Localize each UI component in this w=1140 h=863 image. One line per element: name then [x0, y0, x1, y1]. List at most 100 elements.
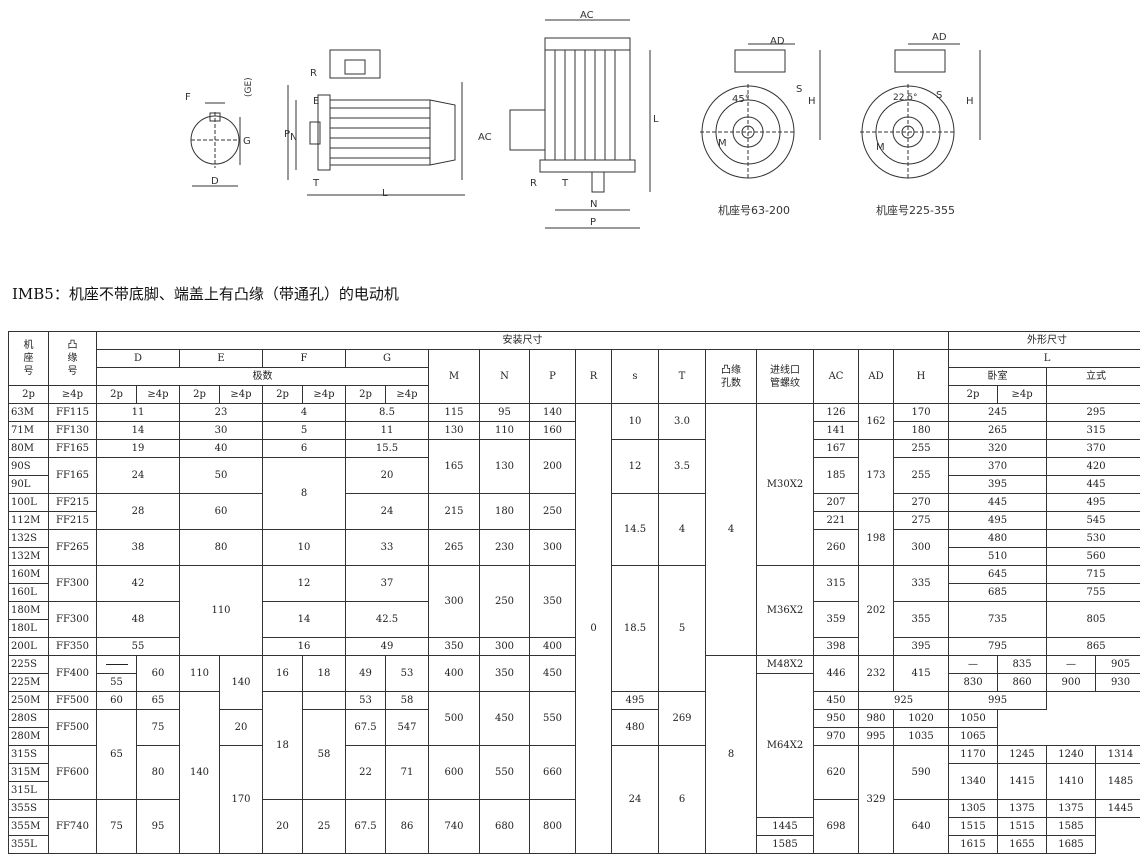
flange-cell: FF115	[48, 403, 97, 422]
P-cell: 140	[529, 403, 576, 422]
table-row: 160L 685 755	[8, 583, 1140, 602]
table-row: 63M FF115 11 23 4 8.5 115 95 140 0 10 3.…	[8, 403, 1140, 854]
F-4p-cell: 20	[219, 709, 263, 746]
L-vertical-cell: 445	[1046, 475, 1140, 494]
front-view-small: AD H S M 45° 机座号63-200	[700, 36, 821, 217]
T-cell: 3.5	[658, 439, 706, 494]
s-cell: 14.5	[611, 493, 659, 566]
G-cell: 11	[345, 421, 429, 440]
F-4p-cell	[302, 691, 346, 710]
G-4p-cell: 58	[385, 691, 429, 710]
L-horizontal-cell: 395	[948, 475, 1048, 494]
s-cell: 24	[611, 745, 659, 854]
header-s: s	[611, 349, 659, 404]
L-vertical-cell: 495	[1046, 493, 1140, 512]
thread-cell: M36X2	[756, 565, 814, 656]
D-4p-cell: 75	[136, 709, 180, 746]
frame-cell: 355M	[8, 817, 49, 836]
L-vertical-cell: 370	[1046, 439, 1140, 458]
L-h4p-cell: 1615	[948, 835, 999, 854]
G-4p-cell: 67.5	[345, 709, 386, 746]
D-cell: 11	[96, 403, 180, 422]
F-cell: 8	[262, 457, 346, 530]
header-outline: 外形尺寸	[948, 331, 1140, 350]
E-cell: 60	[179, 493, 263, 530]
L-horizontal-cell: 445	[948, 493, 1048, 512]
H-cell: 255	[892, 457, 950, 494]
N-cell: 550	[479, 745, 530, 800]
AD-cell: 162	[858, 403, 894, 440]
label-T-bottom: T	[561, 178, 569, 189]
L-v4p-cell: 1485	[1095, 763, 1140, 800]
P-cell: 450	[529, 655, 576, 692]
P-cell: 350	[529, 565, 576, 638]
G-2p-cell: 67.5	[345, 799, 386, 854]
flange-cell: FF165	[48, 439, 97, 458]
header-F-4p: ≥4p	[219, 385, 263, 404]
motor-vertical-view: AC P N L R T	[509, 10, 659, 229]
holes-cell: 8	[705, 655, 757, 854]
G-2p-cell: 53	[345, 691, 386, 710]
D-cell: 55	[96, 637, 180, 656]
L-v2p-cell: 1020	[892, 709, 950, 728]
header-horizontal: 卧室	[948, 367, 1048, 386]
L-h4p-cell: 980	[858, 709, 894, 728]
D-4p-cell: 95	[136, 799, 180, 854]
L-v4p-cell: 1445	[1095, 799, 1140, 818]
L-v2p-cell: 1655	[997, 835, 1048, 854]
AC-cell: 207	[813, 493, 859, 512]
D-cell: 38	[96, 529, 180, 566]
table-row: 280S FF500 65 75 20 58 67.5 547 480 950 …	[8, 709, 1140, 800]
frame-cell: 90L	[8, 475, 49, 494]
N-cell: 130	[479, 439, 530, 494]
frame-cell: 132M	[8, 547, 49, 566]
L-horizontal-cell: 370	[948, 457, 1048, 476]
N-cell: 250	[479, 565, 530, 638]
header-D-2p: 2p	[8, 385, 49, 404]
F-cell: 16	[262, 637, 346, 656]
header-Lv-4p: ≥4p	[997, 385, 1048, 404]
front-view-large: AD H S M 22.5° 机座号225-355	[860, 32, 981, 217]
L-h2p-cell: 1340	[948, 763, 999, 800]
s-cell: 18.5	[611, 565, 659, 692]
L-v2p-cell: 1375	[1046, 799, 1097, 818]
label-45deg: 45°	[732, 94, 750, 105]
H-cell: 270	[892, 493, 950, 512]
M-cell: 350	[428, 637, 480, 656]
header-Lh-2p: 2p	[345, 385, 386, 404]
frame-cell: 315M	[8, 763, 49, 782]
L-v2p-cell: 1410	[1046, 763, 1097, 800]
L-v4p-cell: 905	[1095, 655, 1140, 674]
L-horizontal-cell: 480	[948, 529, 1048, 548]
L-h2p-cell: —	[948, 655, 999, 674]
N-cell: 230	[479, 529, 530, 566]
T-cell: 4	[658, 493, 706, 566]
L-horizontal-cell: 495	[948, 511, 1048, 530]
G-2p-cell: 58	[302, 709, 346, 800]
L-h4p-cell: 1375	[997, 799, 1048, 818]
D-4p-cell: 65	[136, 691, 180, 710]
s-cell: 12	[611, 439, 659, 494]
H-cell: 395	[892, 637, 950, 656]
L-h2p-cell: 970	[813, 727, 859, 746]
flange-cell: FF215	[48, 493, 97, 512]
L-h2p-cell: 1170	[948, 745, 999, 764]
L-vertical-cell: 995	[948, 691, 1048, 710]
L-v4p-cell: 1314	[1095, 745, 1140, 764]
s-cell: 10	[611, 403, 659, 440]
frame-cell: 280M	[8, 727, 49, 746]
header-L: L	[948, 349, 1140, 368]
header-E-2p: 2p	[96, 385, 137, 404]
flange-cell: FF600	[48, 745, 97, 800]
F-cell: 4	[262, 403, 346, 422]
label-P-bottom: P	[590, 217, 596, 228]
frame-cell: 180L	[8, 619, 49, 638]
P-cell: 250	[529, 493, 576, 530]
L-horizontal-cell: 320	[948, 439, 1048, 458]
header-G: G	[345, 349, 429, 368]
table-row: 90L 395 445	[8, 475, 1140, 494]
AC-cell: 260	[813, 529, 859, 566]
frame-cell: 225M	[8, 673, 49, 692]
F-2p-cell: 16	[262, 655, 303, 692]
AC-cell: 167	[813, 439, 859, 458]
